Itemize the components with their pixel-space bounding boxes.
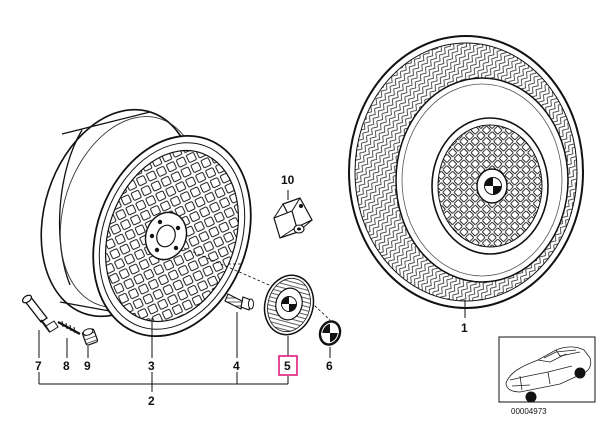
tire-assembly bbox=[348, 35, 584, 309]
vehicle-inset: 00004973 bbox=[498, 336, 596, 416]
emblem bbox=[318, 320, 342, 346]
callout-8: 8 bbox=[63, 359, 70, 373]
rim-assembly bbox=[40, 108, 252, 338]
callout-2: 2 bbox=[148, 394, 155, 408]
callout-1: 1 bbox=[461, 321, 468, 335]
hub-cap bbox=[263, 274, 315, 336]
valve-stem bbox=[21, 294, 59, 333]
callout-3: 3 bbox=[148, 359, 155, 373]
callout-6: 6 bbox=[326, 359, 333, 373]
inset-wheel-front bbox=[525, 391, 537, 403]
valve-core bbox=[57, 320, 81, 335]
wheel-lock bbox=[273, 197, 313, 239]
callout-4: 4 bbox=[233, 359, 240, 373]
callout-5: 5 bbox=[284, 359, 291, 373]
callout-10: 10 bbox=[281, 173, 295, 187]
callout-lines bbox=[38, 190, 466, 392]
inset-wheel-rear bbox=[574, 367, 586, 379]
callout-9: 9 bbox=[84, 359, 91, 373]
wheel-bolt bbox=[224, 293, 254, 311]
valve-cap bbox=[81, 328, 99, 346]
callout-5-highlight bbox=[278, 355, 298, 376]
car-sketch bbox=[505, 346, 592, 393]
inset-ref-number: 00004973 bbox=[511, 407, 547, 416]
callout-7: 7 bbox=[35, 359, 42, 373]
tire-center-emblem bbox=[484, 177, 502, 195]
